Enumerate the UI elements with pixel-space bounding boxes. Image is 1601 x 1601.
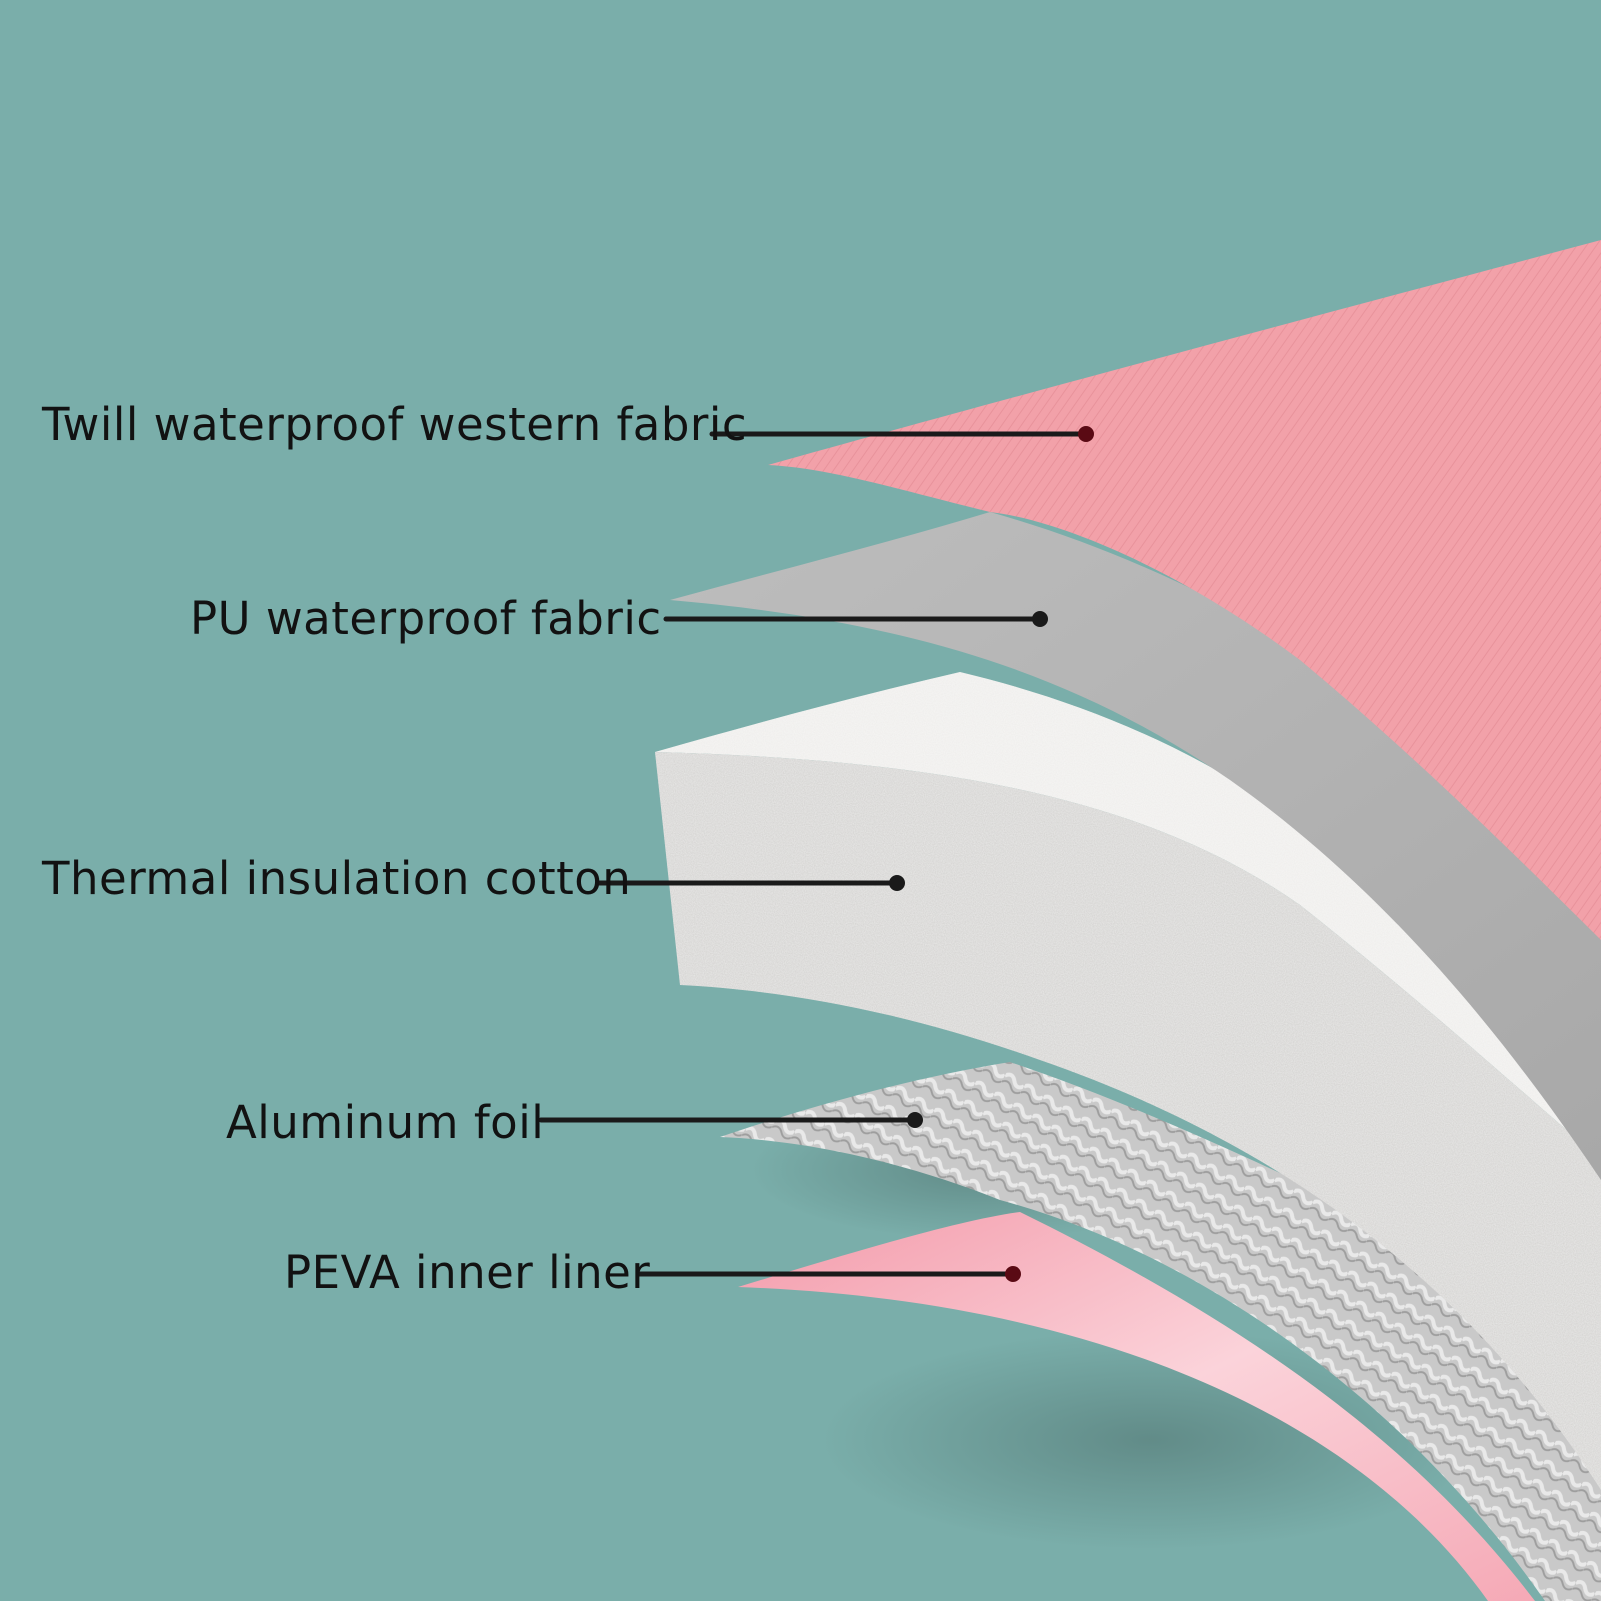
cotton-top-face xyxy=(655,672,1601,1160)
shadow xyxy=(820,1330,1480,1550)
leader-dot-peva xyxy=(1005,1266,1021,1282)
layer-label-cotton: Thermal insulation cotton xyxy=(42,852,632,905)
twill-fabric-layer xyxy=(768,240,1601,940)
leader-dot-foil xyxy=(907,1112,923,1128)
aluminum-foil-layer xyxy=(720,1062,1601,1601)
layer-label-pu: PU waterproof fabric xyxy=(190,592,662,645)
layer-label-foil: Aluminum foil xyxy=(226,1096,545,1149)
cotton-side-face xyxy=(655,752,1601,1490)
layer-label-twill: Twill waterproof western fabric xyxy=(42,398,748,451)
leader-dot-twill xyxy=(1078,426,1094,442)
layer-label-peva: PEVA inner liner xyxy=(284,1246,651,1299)
pu-fabric-layer xyxy=(670,512,1601,1180)
peva-liner-layer xyxy=(738,1212,1535,1601)
leader-dot-pu xyxy=(1032,611,1048,627)
leader-dot-cotton xyxy=(889,875,905,891)
